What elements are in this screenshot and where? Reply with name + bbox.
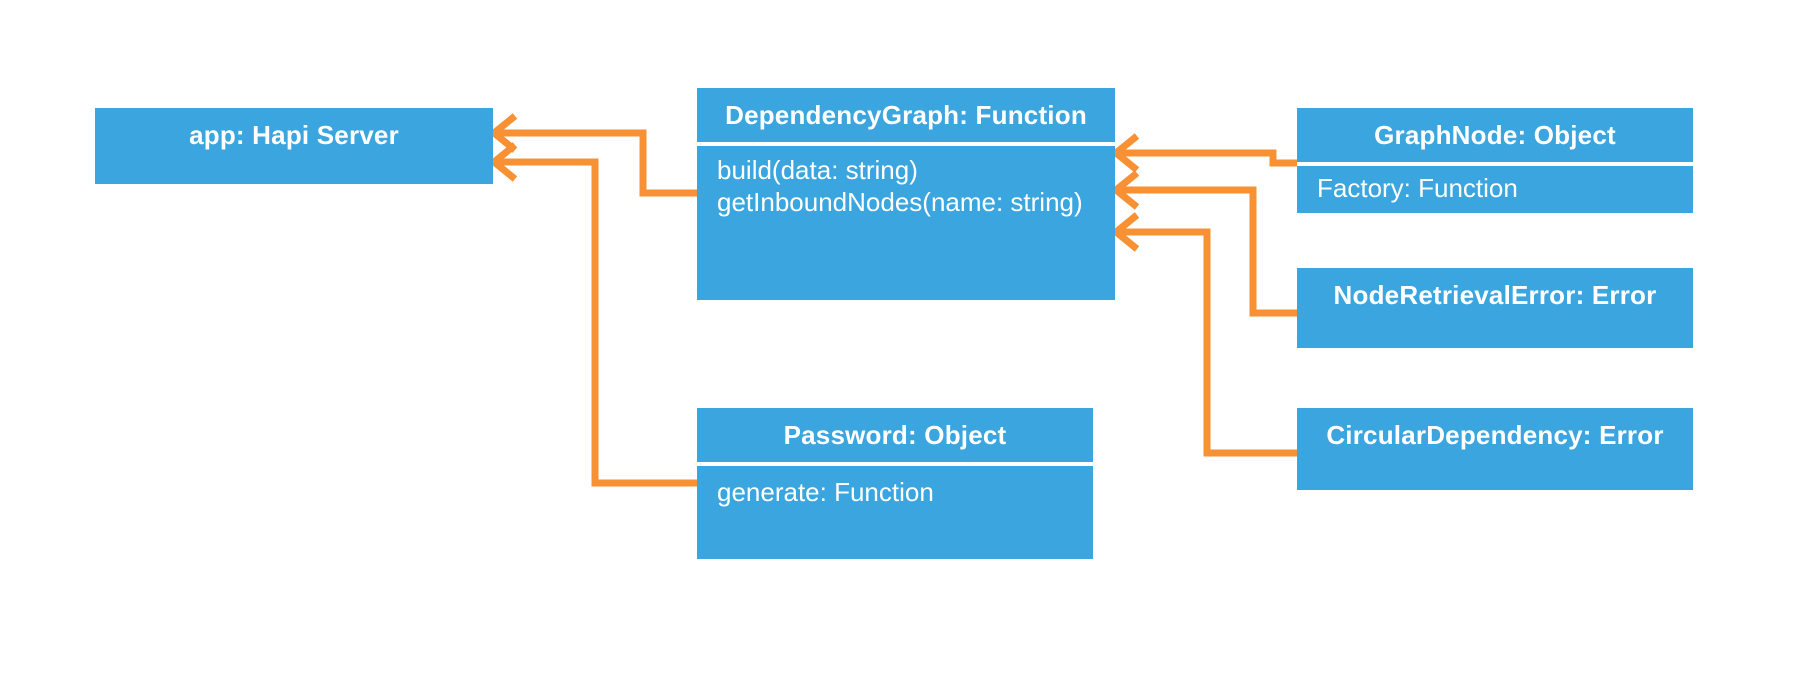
node-title: GraphNode: Object xyxy=(1297,108,1693,162)
node-body: build(data: string) getInboundNodes(name… xyxy=(697,146,1115,300)
node-body-line: generate: Function xyxy=(717,477,934,507)
edge-node-retrieval-error-to-dependency-graph[interactable] xyxy=(1110,170,1297,317)
node-circular-dependency[interactable]: CircularDependency: Error xyxy=(1297,408,1693,490)
node-title: app: Hapi Server xyxy=(189,119,399,150)
node-title: CircularDependency: Error xyxy=(1326,419,1664,450)
node-password[interactable]: Password: Object generate: Function xyxy=(697,408,1093,559)
edge-graph-node-to-dependency-graph[interactable] xyxy=(1110,133,1297,173)
node-app[interactable]: app: Hapi Server xyxy=(95,108,493,184)
arrowhead-left-icon xyxy=(1110,212,1140,252)
arrowhead-left-icon xyxy=(488,142,518,182)
node-title: Password: Object xyxy=(697,408,1093,462)
arrowhead-left-icon xyxy=(488,113,518,153)
edge-dependency-graph-to-app[interactable] xyxy=(488,113,697,197)
node-title: DependencyGraph: Function xyxy=(697,88,1115,142)
node-body-line: getInboundNodes(name: string) xyxy=(717,187,1083,217)
node-dependency-graph[interactable]: DependencyGraph: Function build(data: st… xyxy=(697,88,1115,300)
node-title: NodeRetrievalError: Error xyxy=(1333,279,1657,310)
node-body-line: build(data: string) xyxy=(717,155,918,185)
node-node-retrieval-error[interactable]: NodeRetrievalError: Error xyxy=(1297,268,1693,348)
node-body: generate: Function xyxy=(697,466,1093,559)
edge-circular-dependency-to-dependency-graph[interactable] xyxy=(1110,212,1297,457)
node-body: Factory: Function xyxy=(1297,166,1693,213)
node-graph-node[interactable]: GraphNode: Object Factory: Function xyxy=(1297,108,1693,213)
edge-password-to-app[interactable] xyxy=(488,142,697,487)
arrowhead-left-icon xyxy=(1110,133,1140,173)
arrowhead-left-icon xyxy=(1110,170,1140,210)
node-body-line: Factory: Function xyxy=(1317,173,1518,203)
